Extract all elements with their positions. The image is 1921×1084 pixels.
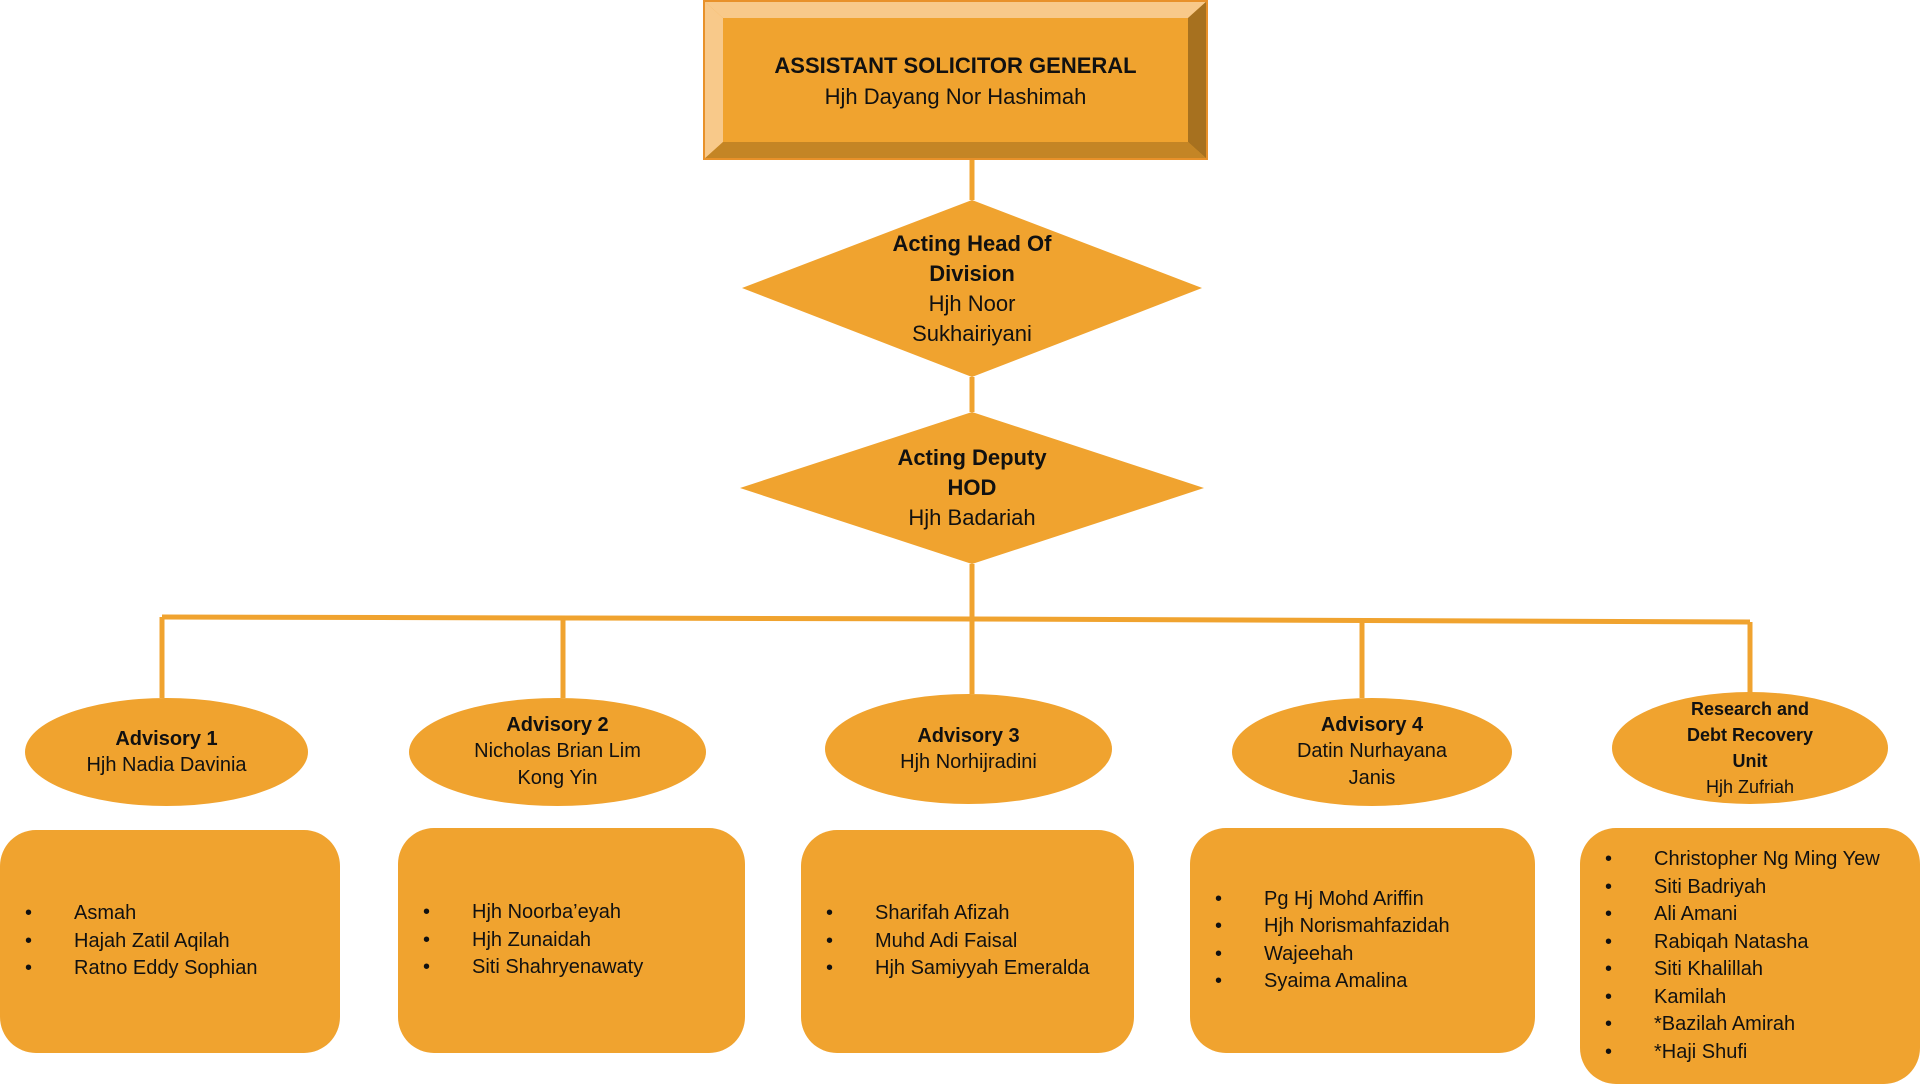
list-item: •Pg Hj Mohd Ariffin (1190, 886, 1535, 914)
hod-name-line-2: Sukhairiyani (912, 320, 1032, 346)
research-debt-recovery-node: Research and Debt Recovery Unit Hjh Zufr… (1612, 692, 1888, 804)
list-item: •Siti Shahryenawaty (398, 954, 745, 982)
member-list: •Hjh Noorba’eyah •Hjh Zunaidah •Siti Sha… (398, 899, 745, 982)
advisory-4-head-line-1: Datin Nurhayana (1296, 740, 1448, 762)
list-item: •*Haji Shufi (1580, 1039, 1920, 1067)
deputy-hod-node: Acting Deputy HOD Hjh Badariah (740, 412, 1204, 564)
advisory-3-node: Advisory 3 Hjh Norhijradini (825, 694, 1112, 804)
top-person-name: Hjh Dayang Nor Hashimah (824, 84, 1087, 109)
list-item: •Wajeehah (1190, 941, 1535, 969)
list-item: •Sharifah Afizah (801, 900, 1134, 928)
advisory-2-members: •Hjh Noorba’eyah •Hjh Zunaidah •Siti Sha… (398, 828, 745, 1053)
bullet-icon: • (423, 956, 431, 979)
deputy-role-line-2: HOD (947, 475, 997, 500)
hod-role-line-2: Division (929, 260, 1015, 286)
hod-name-line-1: Hjh Noor (928, 290, 1016, 316)
head-of-division-node: Acting Head Of Division Hjh Noor Sukhair… (742, 200, 1202, 377)
bullet-icon: • (423, 928, 431, 951)
list-item: •Muhd Adi Faisal (801, 928, 1134, 956)
list-item: •Syaima Amalina (1190, 968, 1535, 996)
diamond-shape (742, 200, 1202, 377)
hod-role-line-1: Acting Head Of (892, 230, 1052, 256)
bullet-icon: • (826, 902, 834, 925)
bevel-frame (703, 0, 1208, 160)
list-item: •Hjh Zunaidah (398, 927, 745, 955)
advisory-3-title: Advisory 3 (917, 724, 1020, 747)
member-list: •Sharifah Afizah •Muhd Adi Faisal •Hjh S… (801, 900, 1134, 983)
advisory-4-title: Advisory 4 (1320, 714, 1424, 736)
bullet-icon: • (826, 929, 834, 952)
research-unit-members: •Christopher Ng Ming Yew •Siti Badriyah … (1580, 828, 1920, 1084)
advisory-2-head-line-2: Kong Yin (517, 767, 598, 789)
research-unit-title-line-1: Research and (1690, 699, 1810, 719)
bullet-icon: • (1605, 985, 1613, 1008)
list-item: •*Bazilah Amirah (1580, 1011, 1920, 1039)
list-item: •Hjh Samiyyah Emeralda (801, 955, 1134, 983)
list-item: •Siti Khalillah (1580, 956, 1920, 984)
advisory-4-node: Advisory 4 Datin Nurhayana Janis (1232, 698, 1512, 806)
advisory-3-head: Hjh Norhijradini (900, 750, 1037, 773)
bullet-icon: • (1605, 903, 1613, 925)
deputy-name: Hjh Badariah (908, 505, 1036, 530)
bullet-icon: • (1605, 848, 1613, 870)
advisory-2-title: Advisory 2 (506, 714, 609, 736)
advisory-4-head-line-2: Janis (1348, 767, 1396, 789)
list-item: •Rabiqah Natasha (1580, 929, 1920, 957)
diamond-shape (740, 412, 1204, 564)
advisory-1-head: Hjh Nadia Davinia (86, 753, 247, 776)
connector-bus (161, 614, 1751, 625)
list-item: •Hjh Norismahfazidah (1190, 913, 1535, 941)
advisory-1-node: Advisory 1 Hjh Nadia Davinia (25, 698, 308, 806)
bullet-icon: • (25, 929, 33, 952)
list-item: •Ratno Eddy Sophian (0, 955, 340, 983)
member-list: •Pg Hj Mohd Ariffin •Hjh Norismahfazidah… (1190, 886, 1535, 996)
bullet-icon: • (1605, 1040, 1613, 1063)
member-list: •Asmah •Hajah Zatil Aqilah •Ratno Eddy S… (0, 900, 340, 983)
bullet-icon: • (1215, 970, 1223, 992)
advisory-2-node: Advisory 2 Nicholas Brian Lim Kong Yin (409, 698, 706, 806)
advisory-1-members: •Asmah •Hajah Zatil Aqilah •Ratno Eddy S… (0, 830, 340, 1053)
top-role-title: ASSISTANT SOLICITOR GENERAL (774, 53, 1137, 78)
research-unit-head: Hjh Zufriah (1705, 777, 1795, 797)
list-item: •Asmah (0, 900, 340, 928)
bullet-icon: • (1215, 887, 1223, 910)
bullet-icon: • (423, 901, 431, 924)
bullet-icon: • (1215, 915, 1223, 937)
bullet-icon: • (1605, 875, 1613, 898)
bullet-icon: • (826, 957, 834, 980)
list-item: •Christopher Ng Ming Yew (1580, 846, 1920, 874)
bullet-icon: • (25, 957, 33, 980)
list-item: •Hajah Zatil Aqilah (0, 928, 340, 956)
advisory-1-title: Advisory 1 (115, 727, 218, 750)
member-list: •Christopher Ng Ming Yew •Siti Badriyah … (1580, 846, 1920, 1066)
bullet-icon: • (25, 902, 33, 925)
bullet-icon: • (1605, 1013, 1613, 1035)
list-item: •Ali Amani (1580, 901, 1920, 929)
advisory-3-members: •Sharifah Afizah •Muhd Adi Faisal •Hjh S… (801, 830, 1134, 1053)
bullet-icon: • (1215, 942, 1223, 965)
deputy-role-line-1: Acting Deputy (897, 445, 1047, 470)
list-item: •Siti Badriyah (1580, 874, 1920, 902)
research-unit-title-line-3: Unit (1732, 751, 1768, 771)
advisory-4-members: •Pg Hj Mohd Ariffin •Hjh Norismahfazidah… (1190, 828, 1535, 1053)
list-item: •Kamilah (1580, 984, 1920, 1012)
list-item: •Hjh Noorba’eyah (398, 899, 745, 927)
bullet-icon: • (1605, 930, 1613, 953)
bullet-icon: • (1605, 958, 1613, 980)
advisory-2-head-line-1: Nicholas Brian Lim (474, 740, 641, 762)
assistant-solicitor-general-box: ASSISTANT SOLICITOR GENERAL Hjh Dayang N… (703, 0, 1208, 160)
research-unit-title-line-2: Debt Recovery (1686, 725, 1814, 745)
